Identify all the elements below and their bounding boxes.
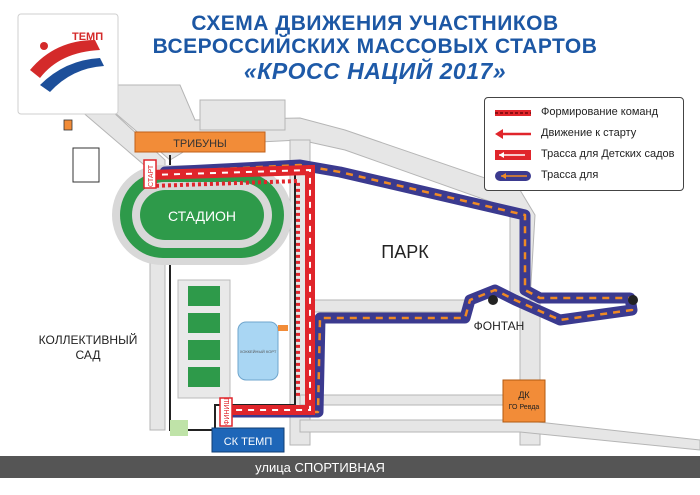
- logo: ТЕМП: [17, 13, 119, 115]
- stands: ТРИБУНЫ: [134, 131, 266, 153]
- route-kids: [149, 164, 315, 415]
- svg-text:ФИНИШ: ФИНИШ: [224, 398, 231, 425]
- title-line-2: ВСЕРОССИЙСКИХ МАССОВЫХ СТАРТОВ: [152, 35, 598, 58]
- start-marker: СТАРТ: [143, 159, 157, 189]
- finish-marker: ФИНИШ: [219, 397, 233, 427]
- garden-label-line1: КОЛЛЕКТИВНЫЙ: [39, 332, 138, 347]
- svg-text:ДК: ДК: [518, 390, 530, 400]
- park-label: ПАРК: [381, 242, 429, 262]
- svg-text:СК ТЕМП: СК ТЕМП: [224, 436, 273, 448]
- hockey-court: ХОККЕЙНЫЙ КОРТ: [237, 321, 288, 381]
- logo-text: ТЕМП: [72, 31, 103, 43]
- dk-building: ДК ГО Ревда: [502, 379, 546, 423]
- sk-temp-building: СК ТЕМП: [211, 427, 285, 453]
- garden-label-line2: САД: [76, 348, 101, 362]
- title-line-3: «КРОСС НАЦИЙ 2017»: [243, 58, 507, 84]
- svg-text:СТАРТ: СТАРТ: [148, 164, 155, 187]
- territory-boundary: [169, 155, 296, 431]
- stadium-label: СТАДИОН: [168, 208, 236, 224]
- street: [0, 456, 700, 478]
- legend: Формирование команд Движение к старту Тр…: [484, 97, 684, 191]
- street-label: улица СПОРТИВНАЯ: [255, 460, 385, 475]
- fountain-label: ФОНТАН: [474, 319, 525, 333]
- svg-text:ГО Ревда: ГО Ревда: [509, 404, 540, 411]
- building-left: [72, 147, 100, 183]
- stadium: СТАДИОН: [112, 165, 292, 265]
- green-fields: [170, 279, 231, 436]
- location-marker: [63, 119, 73, 131]
- svg-text:ТРИБУНЫ: ТРИБУНЫ: [173, 138, 227, 150]
- route-adult: [159, 159, 638, 418]
- svg-text:ХОККЕЙНЫЙ КОРТ: ХОККЕЙНЫЙ КОРТ: [240, 349, 277, 354]
- title-line-1: СХЕМА ДВИЖЕНИЯ УЧАСТНИКОВ: [191, 12, 559, 35]
